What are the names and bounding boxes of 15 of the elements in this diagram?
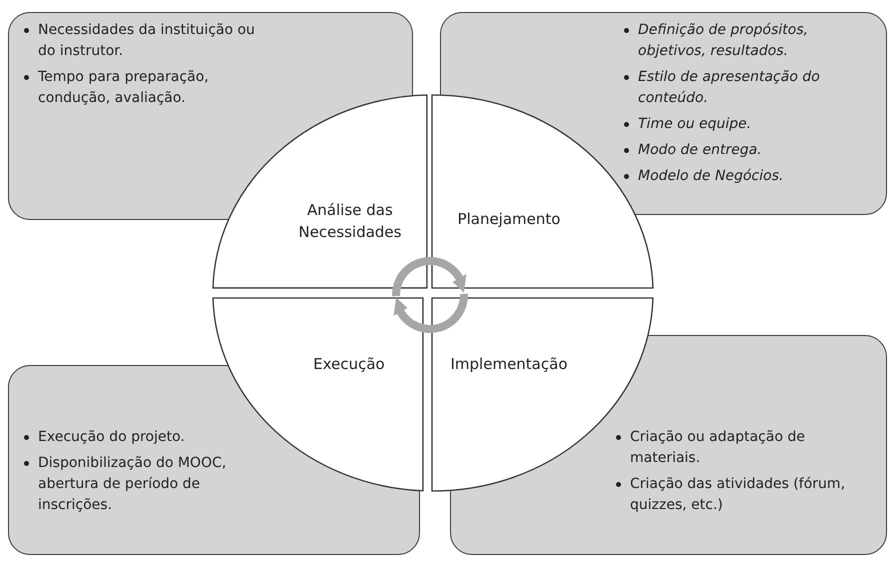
bullet-item: Time ou equipe.	[638, 115, 752, 134]
bullet-item: Definição de propósitos, objetivos, resultados.	[638, 21, 810, 61]
bullet-item: Modelo de Negócios.	[638, 167, 784, 186]
bullet-item: Criação das atividades (fórum, quizzes, etc.)	[630, 475, 846, 515]
phase-label: Análise das Necessidades	[297, 200, 402, 243]
bullet-item: Execução do projeto.	[38, 428, 186, 447]
bullet-item: Necessidades da instituição ou do instrutor.	[38, 21, 256, 61]
bullet-item: Estilo de apresentação do conteúdo.	[638, 68, 821, 108]
bullet-item: Criação ou adaptação de materiais.	[630, 428, 806, 468]
phase-label: Implementação	[450, 354, 568, 375]
bullet-item: Disponibilização do MOOC, abertura de período de inscrições.	[38, 454, 228, 515]
phase-label: Execução	[313, 354, 385, 375]
bullet-item: Tempo para preparação, condução, avaliação.	[38, 68, 210, 108]
bullet-item: Modo de entrega.	[638, 141, 763, 160]
phase-label: Planejamento	[458, 208, 560, 230]
